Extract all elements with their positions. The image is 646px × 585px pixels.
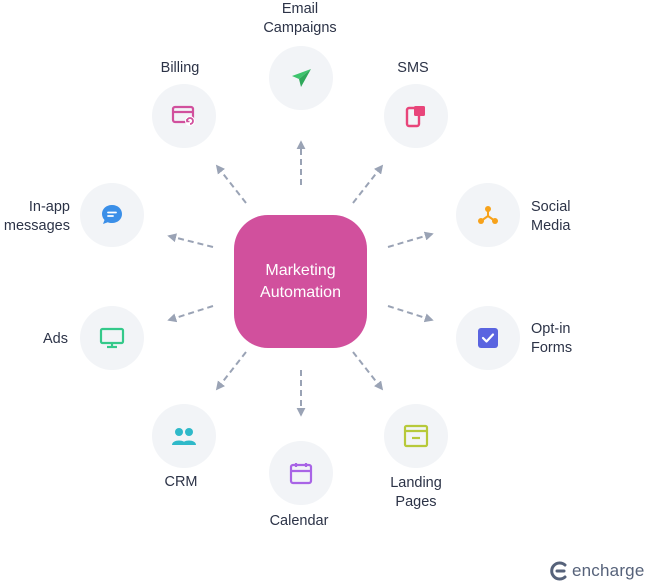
node-label-social-media: Social Media bbox=[531, 199, 571, 234]
users-icon bbox=[172, 428, 196, 445]
monitor-icon bbox=[99, 327, 125, 349]
node-billing bbox=[152, 84, 216, 148]
node-label-crm: CRM bbox=[164, 474, 198, 490]
arrow-sms bbox=[352, 164, 384, 204]
node-landing-pages bbox=[384, 404, 448, 468]
node-calendar bbox=[269, 441, 333, 505]
hub-label: Marketing Automation bbox=[260, 261, 341, 301]
arrow-billing bbox=[215, 164, 247, 204]
arrow-social bbox=[387, 231, 434, 248]
arrow-optin bbox=[387, 305, 434, 323]
node-label-billing: Billing bbox=[160, 60, 200, 76]
brand-name: encharge bbox=[572, 561, 645, 580]
share-nodes-icon bbox=[478, 206, 498, 224]
node-label-ads: Ads bbox=[43, 331, 68, 347]
encharge-logo: encharge bbox=[548, 560, 645, 582]
encharge-logo-icon bbox=[550, 561, 567, 581]
arrow-inapp bbox=[167, 233, 214, 248]
node-social-media bbox=[456, 183, 520, 247]
node-label-calendar: Calendar bbox=[269, 513, 329, 529]
arrow-landing bbox=[352, 351, 384, 391]
arrow-crm bbox=[215, 351, 247, 391]
node-label-landing-pages: Landing Pages bbox=[390, 475, 442, 510]
node-label-sms: SMS bbox=[397, 60, 429, 76]
node-ads bbox=[80, 306, 144, 370]
phone-message-icon bbox=[405, 106, 425, 128]
billing-card-icon bbox=[171, 105, 195, 126]
node-label-email-campaigns: Email Campaigns bbox=[263, 1, 337, 36]
node-label-in-app-messages: In-app messages bbox=[3, 199, 70, 234]
node-sms bbox=[384, 84, 448, 148]
checkbox-icon bbox=[478, 328, 498, 348]
node-crm bbox=[152, 404, 216, 468]
arrow-ads bbox=[167, 305, 214, 323]
node-label-opt-in-forms: Opt-in Forms bbox=[531, 321, 573, 356]
node-opt-in-forms bbox=[456, 306, 520, 370]
chat-bubble-icon bbox=[102, 205, 122, 224]
node-in-app-messages bbox=[80, 183, 144, 247]
hub-marketing-automation: Marketing Automation bbox=[234, 215, 367, 348]
calendar-icon bbox=[289, 463, 313, 485]
paper-plane-icon bbox=[292, 69, 311, 87]
webpage-icon bbox=[403, 424, 429, 448]
node-email-campaigns bbox=[269, 46, 333, 110]
